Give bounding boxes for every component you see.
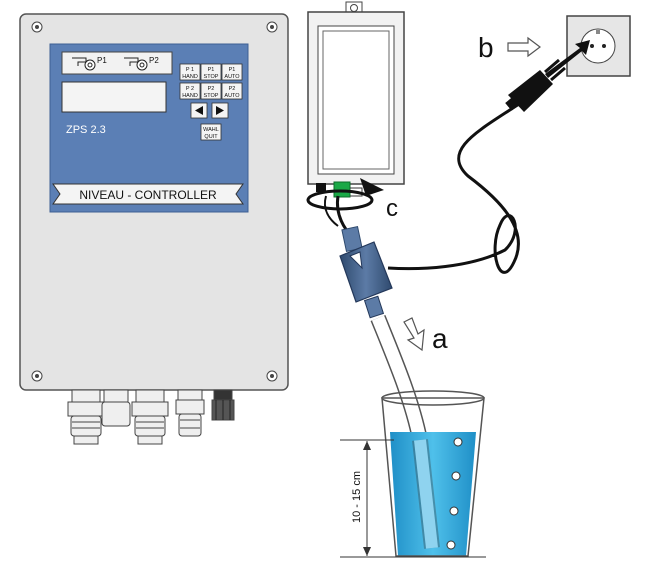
cable-glands — [67, 389, 235, 445]
label-a: a — [432, 323, 448, 354]
select-quit-button[interactable]: WAHL QUIT — [200, 123, 222, 141]
water-glass — [381, 390, 485, 557]
model-label: ZPS 2.3 — [66, 124, 106, 136]
screw-icon — [31, 21, 278, 382]
svg-text:P 2: P 2 — [186, 86, 194, 92]
depth-dimension: 10 - 15 cm — [340, 439, 486, 558]
banner-ribbon — [52, 183, 244, 205]
mounting-screw-icon — [350, 4, 358, 12]
arrow-down-icon — [403, 317, 425, 352]
p1-auto-button[interactable]: P1 AUTO — [221, 63, 243, 81]
sensor-module — [307, 1, 405, 198]
triangle-right-icon — [216, 106, 224, 115]
left-arrow-button[interactable] — [190, 102, 208, 119]
label-c: c — [386, 195, 398, 222]
wall-socket — [566, 15, 631, 77]
pump-2-icon — [124, 57, 148, 71]
svg-text:P1: P1 — [229, 67, 236, 73]
p2-hand-button[interactable]: P 2 HAND — [179, 82, 201, 100]
air-bubble-icon — [446, 437, 463, 550]
depth-label: 10 - 15 cm — [351, 471, 363, 523]
p2-auto-button[interactable]: P2 AUTO — [221, 82, 243, 100]
svg-text:AUTO: AUTO — [224, 93, 240, 99]
black-terminal — [316, 183, 326, 192]
svg-text:P2: P2 — [208, 86, 215, 92]
svg-text:P1: P1 — [208, 67, 215, 73]
hose-connector — [339, 241, 393, 319]
pump-1-icon — [72, 57, 96, 71]
p1-hand-button[interactable]: P 1 HAND — [179, 63, 201, 81]
svg-text:WAHL: WAHL — [203, 127, 219, 133]
svg-text:QUIT: QUIT — [204, 134, 218, 140]
pump-2-label: P2 — [149, 56, 159, 65]
banner-text: NIVEAU - CONTROLLER — [79, 188, 217, 202]
rotate-arrow-icon — [306, 178, 384, 211]
p1-stop-button[interactable]: P1 STOP — [200, 63, 222, 81]
label-b: b — [478, 32, 494, 63]
lcd-display — [61, 81, 167, 113]
svg-text:HAND: HAND — [182, 74, 198, 80]
button-grid: P 1 HAND P1 STOP P1 AUTO P 2 HAND P2 — [179, 63, 243, 141]
p2-stop-button[interactable]: P2 STOP — [200, 82, 222, 100]
triangle-left-icon — [195, 106, 203, 115]
level-controller: P1 P2 ZPS 2.3 P 1 HAND P1 STOP — [19, 13, 289, 445]
svg-text:STOP: STOP — [204, 93, 219, 99]
svg-text:P2: P2 — [229, 86, 236, 92]
sensor-window — [317, 25, 395, 175]
green-terminal — [333, 181, 351, 198]
svg-text:P 1: P 1 — [186, 67, 194, 73]
arrow-right-icon — [507, 36, 541, 58]
svg-text:HAND: HAND — [182, 93, 198, 99]
power-cable — [387, 102, 520, 274]
svg-text:STOP: STOP — [204, 74, 219, 80]
pump-1-label: P1 — [97, 56, 107, 65]
right-arrow-button[interactable] — [211, 102, 229, 119]
svg-text:AUTO: AUTO — [224, 74, 240, 80]
power-plug — [505, 58, 566, 112]
plug-in-arrow-icon — [545, 40, 590, 78]
